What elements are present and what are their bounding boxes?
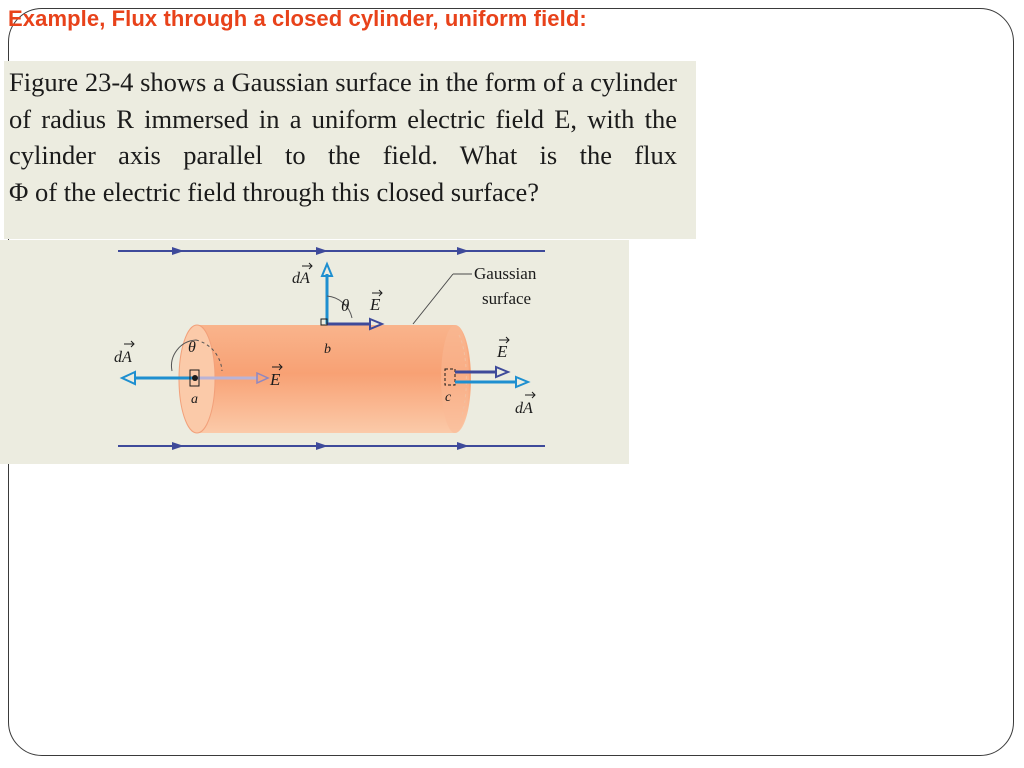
vector-overbars [124, 262, 536, 399]
problem-line-2: cylinder of radius R immersed in a unifo… [9, 67, 677, 134]
point-a-vectors [119, 339, 270, 387]
gaussian-cylinder-diagram: Gaussian surface dA θ E b dA θ E a [114, 247, 545, 450]
dA-label-c: dA [515, 400, 533, 417]
gaussian-leader-line [412, 273, 454, 325]
problem-statement: Figure 23-4 shows a Gaussian surface in … [9, 64, 677, 210]
theta-label-b: θ [341, 296, 349, 315]
point-c-vectors [444, 365, 531, 389]
slide-title: Example, Flux through a closed cylinder,… [8, 6, 587, 31]
dA-label-a: dA [114, 349, 132, 366]
E-label-c: E [496, 342, 508, 361]
point-a-label: a [191, 392, 198, 407]
gaussian-label-2: surface [482, 289, 531, 308]
field-line-top [118, 247, 545, 255]
point-b-label: b [324, 342, 331, 357]
gaussian-label-1: Gaussian [474, 264, 537, 283]
theta-label-a: θ [188, 339, 196, 356]
field-line-bottom [118, 442, 545, 450]
problem-line-4: Φ of the electric field through this clo… [9, 176, 540, 207]
E-label-a: E [269, 370, 281, 389]
problem-line-3: with the cylinder axis parallel to the f… [9, 103, 677, 171]
problem-statement-box: Figure 23-4 shows a Gaussian surface in … [4, 61, 696, 239]
point-b-vectors [320, 261, 385, 331]
dA-label-b: dA [292, 270, 310, 287]
point-c-label: c [445, 390, 452, 405]
problem-line-1: Figure 23-4 shows a Gaussian surface in … [9, 67, 584, 97]
E-label-b: E [369, 295, 381, 314]
figure-23-4: Gaussian surface dA θ E b dA θ E a [0, 240, 629, 464]
